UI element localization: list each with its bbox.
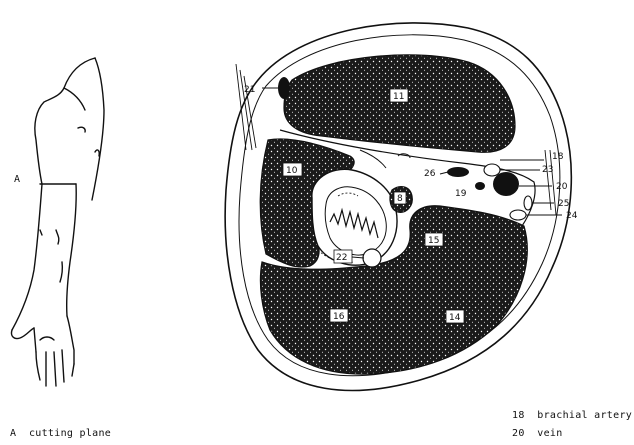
structure-26 <box>447 167 469 177</box>
label-20: 20 <box>556 182 568 192</box>
label-8: 8 <box>397 194 403 204</box>
label-23: 23 <box>542 165 553 175</box>
arm-outline-illustration <box>11 58 104 386</box>
label-11: 11 <box>393 92 404 102</box>
label-21: 21 <box>244 85 255 95</box>
structure-25 <box>524 196 532 210</box>
arm-cutting-plane-marker: A <box>14 174 20 185</box>
caption-vein: 20 vein <box>512 428 563 439</box>
structure-22 <box>363 249 381 267</box>
label-19: 19 <box>455 189 467 199</box>
label-10: 10 <box>286 166 298 176</box>
label-22: 22 <box>336 253 347 263</box>
label-24: 24 <box>566 211 578 221</box>
label-16: 16 <box>333 312 345 322</box>
label-26: 26 <box>424 169 436 179</box>
cross-section <box>225 23 571 391</box>
structure-20-vein <box>493 172 519 196</box>
label-15: 15 <box>428 236 439 246</box>
label-18: 18 <box>552 152 564 162</box>
label-14: 14 <box>449 313 461 323</box>
structure-19 <box>475 182 485 190</box>
structure-24 <box>510 210 526 220</box>
caption-cutting-plane: A cutting plane <box>10 428 111 439</box>
label-25: 25 <box>558 199 569 209</box>
structure-21 <box>278 77 290 99</box>
structure-18-brachial-artery <box>484 164 500 176</box>
caption-brachial-artery: 18 brachial artery <box>512 410 632 421</box>
